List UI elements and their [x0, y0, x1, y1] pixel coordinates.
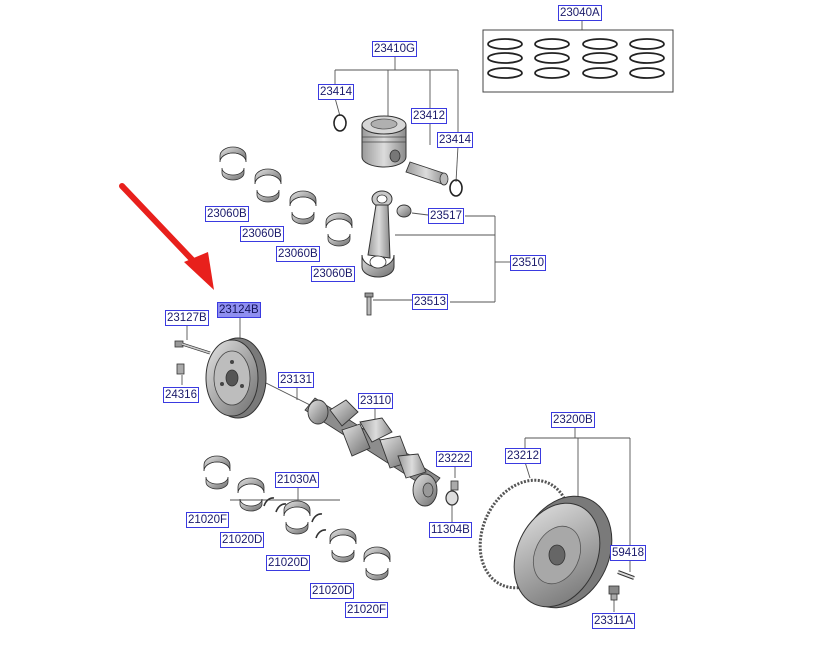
part-label-24316[interactable]: 24316: [163, 387, 199, 403]
crankshaft: [304, 397, 441, 507]
part-label-23127B[interactable]: 23127B: [165, 310, 209, 326]
snap-ring-left: [333, 114, 347, 132]
part-label-21020D-1[interactable]: 21020D: [220, 532, 265, 548]
part-label-23412[interactable]: 23412: [411, 108, 447, 124]
oil-seal: [445, 490, 459, 506]
part-label-23222[interactable]: 23222: [436, 451, 472, 467]
part-label-23060B-2[interactable]: 23060B: [240, 226, 284, 242]
part-label-23131[interactable]: 23131: [278, 372, 314, 388]
part-label-23124B-highlighted[interactable]: 23124B: [217, 302, 261, 318]
pilot-pin: [450, 480, 459, 491]
damper-pulley: [205, 337, 267, 419]
snap-ring-right: [449, 179, 463, 197]
part-label-21020D-3[interactable]: 21020D: [310, 583, 355, 599]
part-label-23517[interactable]: 23517: [428, 208, 464, 224]
piston: [361, 115, 407, 168]
part-label-23200B[interactable]: 23200B: [551, 412, 595, 428]
part-label-21030A[interactable]: 21030A: [275, 472, 319, 488]
flywheel: [513, 495, 613, 609]
connecting-rod: [361, 190, 412, 316]
part-label-23311A[interactable]: 23311A: [592, 613, 635, 629]
part-label-23510[interactable]: 23510: [510, 255, 546, 271]
part-label-11304B[interactable]: 11304B: [429, 522, 472, 538]
part-label-23060B-1[interactable]: 23060B: [205, 206, 249, 222]
part-label-23060B-4[interactable]: 23060B: [311, 266, 355, 282]
flywheel-bolt: [608, 585, 620, 601]
pointer-arrow: [119, 183, 214, 290]
part-label-23060B-3[interactable]: 23060B: [276, 246, 320, 262]
part-label-23110[interactable]: 23110: [358, 393, 394, 409]
part-label-21020F-1[interactable]: 21020F: [186, 512, 230, 528]
flywheel-dowel: [617, 570, 635, 580]
part-label-59418[interactable]: 59418: [610, 545, 646, 561]
part-label-23414-right[interactable]: 23414: [437, 132, 473, 148]
part-label-23414-top[interactable]: 23414: [318, 84, 354, 100]
part-label-23040A[interactable]: 23040A: [558, 5, 602, 21]
piston-ring-set: [482, 29, 674, 93]
part-label-23212[interactable]: 23212: [505, 448, 541, 464]
piston-pin: [405, 161, 449, 186]
damper-bolt: [174, 340, 211, 355]
part-label-21020D-2[interactable]: 21020D: [266, 555, 311, 571]
key-pin: [176, 363, 185, 375]
part-label-23410G[interactable]: 23410G: [372, 41, 417, 57]
thrust-washers: [263, 497, 327, 539]
small-end-bushing: [396, 204, 412, 218]
part-label-23513[interactable]: 23513: [412, 294, 448, 310]
part-label-21020F-2[interactable]: 21020F: [345, 602, 389, 618]
